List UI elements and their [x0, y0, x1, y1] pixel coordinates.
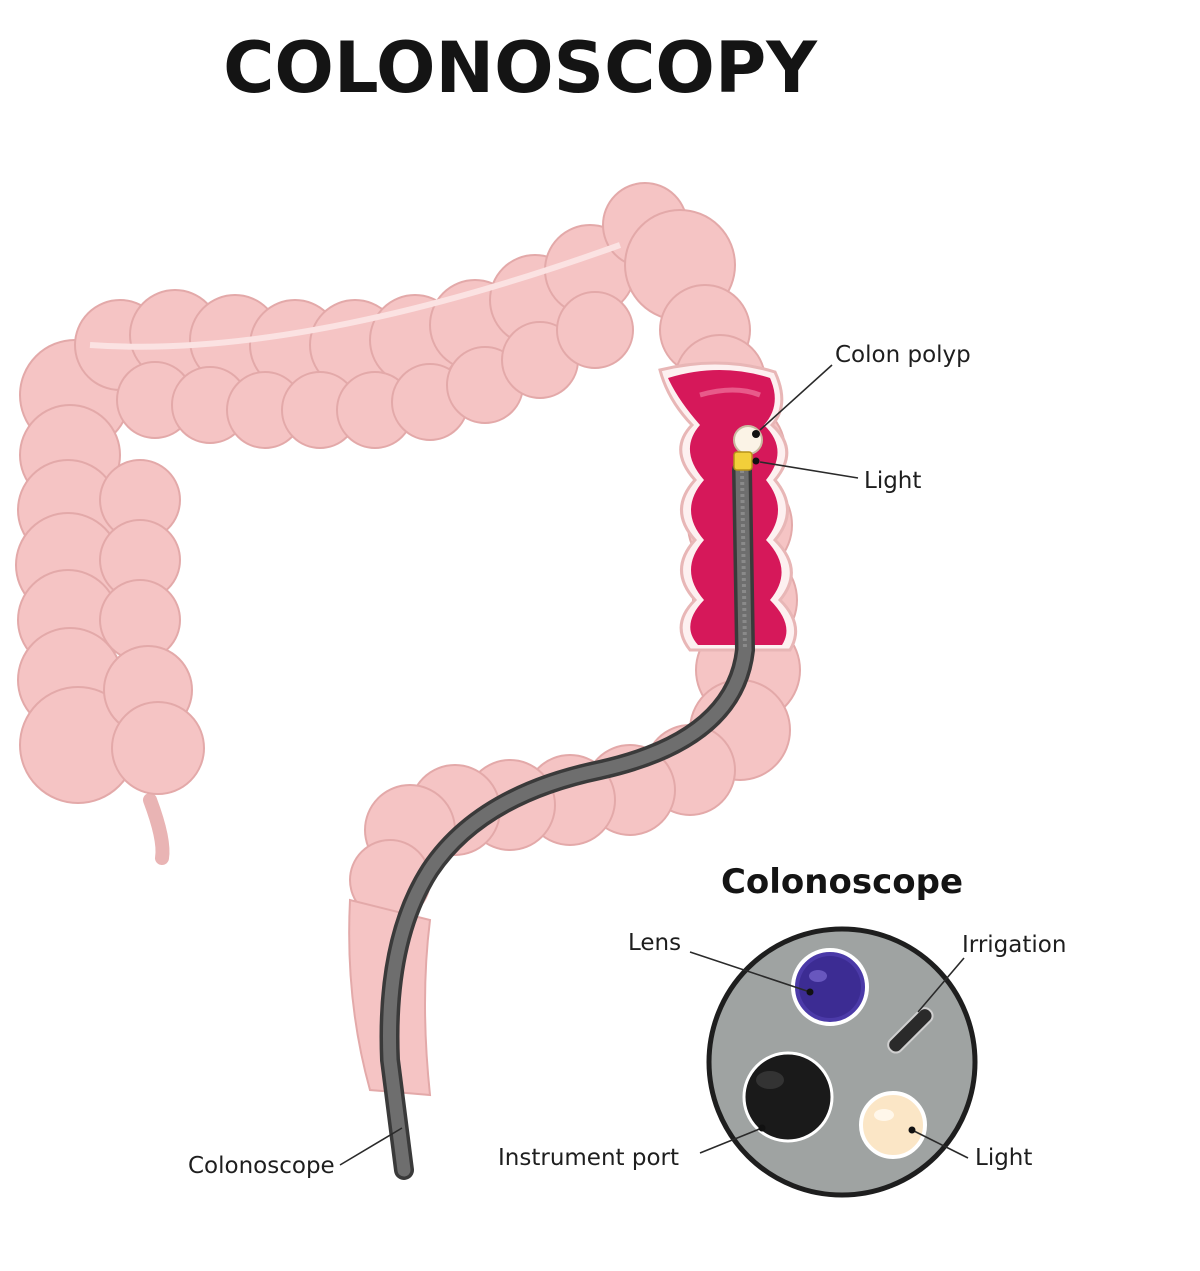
page-title: COLONOSCOPY	[223, 27, 818, 109]
label-lens: Lens	[628, 930, 681, 956]
leader-colon-polyp	[759, 364, 833, 431]
label-instrument-port: Instrument port	[498, 1145, 679, 1171]
inset-title: Colonoscope	[721, 862, 963, 902]
label-irrigation: Irrigation	[962, 932, 1066, 958]
leader-instrument-port	[699, 1127, 763, 1154]
light-icon	[859, 1091, 927, 1159]
leader-light-tip	[759, 461, 859, 479]
transverse-colon	[74, 182, 751, 449]
inner-colon-cutaway	[658, 361, 798, 652]
ascending-colon	[15, 339, 205, 865]
leader-light	[911, 1129, 969, 1159]
colonoscope-tube	[379, 451, 760, 1180]
scope-tip-light	[733, 451, 753, 471]
label-colonoscope: Colonoscope	[188, 1153, 335, 1179]
label-light-tip: Light	[864, 468, 921, 494]
label-colon-polyp: Colon polyp	[835, 342, 971, 368]
leader-colonoscope	[339, 1127, 403, 1166]
colon	[15, 182, 801, 1097]
instrument-port-icon	[742, 1051, 834, 1143]
label-light: Light	[975, 1145, 1032, 1171]
colonoscope-inset: Colonoscope Lens Irrigation Instrument p…	[498, 862, 1066, 1198]
leader-lens	[689, 951, 811, 993]
irrigation-icon	[887, 1007, 934, 1054]
leader-irrigation	[917, 957, 965, 1013]
colon-polyp	[733, 425, 763, 455]
